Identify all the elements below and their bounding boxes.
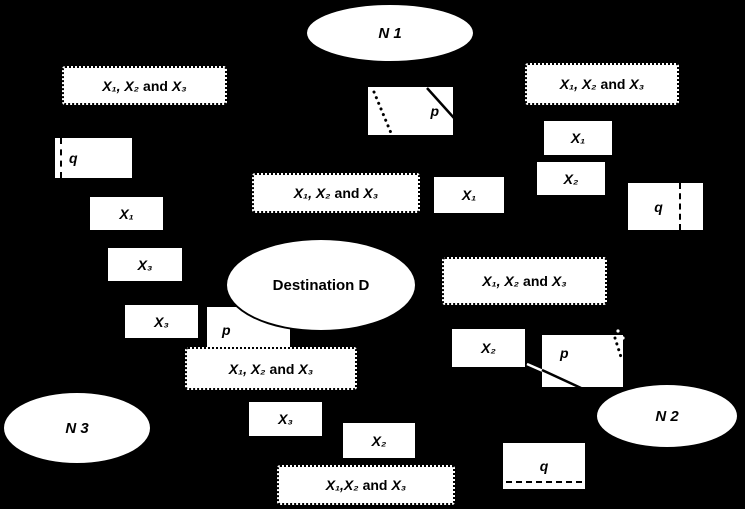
node-label: Destination D (272, 276, 370, 294)
packet-x2-right: X₂ (537, 162, 605, 195)
packet-x1-right: X₁ (544, 121, 612, 155)
packet-label: X₂ (481, 340, 496, 356)
solid-coding-line-right-outer (526, 362, 544, 373)
packet-label: q (69, 150, 78, 166)
group-label-x: X₁, X₂ (102, 77, 140, 94)
packet-x3-left-lower: X₃ (125, 305, 198, 338)
group-label-and: and (362, 477, 388, 493)
node-n2: N 2 (595, 383, 739, 449)
group-label-x3: X₃ (551, 273, 567, 289)
group-label-x3: X₃ (391, 477, 407, 493)
dashed-split-line (506, 481, 582, 483)
packet-label: X₁ (570, 130, 586, 146)
group-label-and: and (600, 76, 626, 92)
group-label-x: X₁, X₂ (482, 273, 520, 289)
packet-p-right: p (542, 335, 623, 387)
node-destination-d: Destination D (225, 238, 417, 332)
node-label: N 1 (378, 24, 402, 42)
packet-group-bottom: X₁,X₂ and X₃ (277, 465, 455, 505)
node-n3: N 3 (2, 391, 152, 465)
packet-label: X₂ (563, 170, 579, 187)
packet-label: X₃ (278, 411, 293, 427)
packet-group-right: X₁, X₂ and X₃ (442, 257, 607, 305)
packet-label: p (430, 103, 439, 119)
packet-group-top-right: X₁, X₂ and X₃ (525, 63, 679, 105)
node-n1: N 1 (305, 3, 475, 63)
packet-x1-middle: X₁ (434, 177, 504, 213)
packet-x2-bottom: X₂ (343, 423, 415, 458)
group-label-and: and (334, 185, 360, 201)
packet-label: p (560, 345, 569, 361)
group-label-x: X₁, X₂ (293, 185, 331, 201)
node-label: N 3 (65, 419, 89, 437)
packet-label: X₁ (119, 205, 134, 222)
packet-label: X₁ (461, 187, 477, 203)
packet-label: p (222, 321, 231, 338)
packet-label: q (539, 458, 549, 474)
packet-p-top: p (368, 87, 453, 135)
packet-label: X₃ (137, 256, 153, 273)
packet-group-below-destination: X₁, X₂ and X₃ (185, 347, 357, 390)
group-label-x3: X₃ (298, 360, 314, 377)
dashed-split-line (679, 183, 681, 230)
packet-label: q (654, 198, 663, 215)
packet-x2-middle: X₂ (452, 329, 525, 367)
dotted-coding-dot-outer (616, 329, 620, 333)
packet-label: X₃ (154, 313, 169, 330)
group-label-and: and (143, 77, 168, 94)
group-label-x: X₁, X₂ (559, 76, 597, 92)
packet-group-middle: X₁, X₂ and X₃ (252, 173, 420, 213)
group-label-and: and (269, 360, 295, 377)
packet-q-left: q (55, 138, 132, 178)
group-label-x: X₁,X₂ (325, 477, 359, 493)
packet-x3-left-upper: X₃ (108, 248, 182, 281)
group-label-x3: X₃ (171, 77, 187, 94)
group-label-x: X₁, X₂ (228, 360, 266, 377)
dashed-split-line (60, 138, 62, 178)
packet-x1-left: X₁ (90, 197, 163, 230)
packet-group-top-left: X₁, X₂ and X₃ (62, 66, 227, 105)
group-label-and: and (523, 273, 548, 289)
packet-q-right: q (628, 183, 703, 230)
node-label: N 2 (655, 407, 679, 425)
group-label-x3: X₃ (629, 76, 645, 92)
group-label-x3: X₃ (363, 185, 379, 201)
packet-q-bottom: q (503, 443, 585, 489)
packet-label: X₂ (371, 432, 387, 449)
packet-x3-bottom: X₃ (249, 402, 322, 436)
